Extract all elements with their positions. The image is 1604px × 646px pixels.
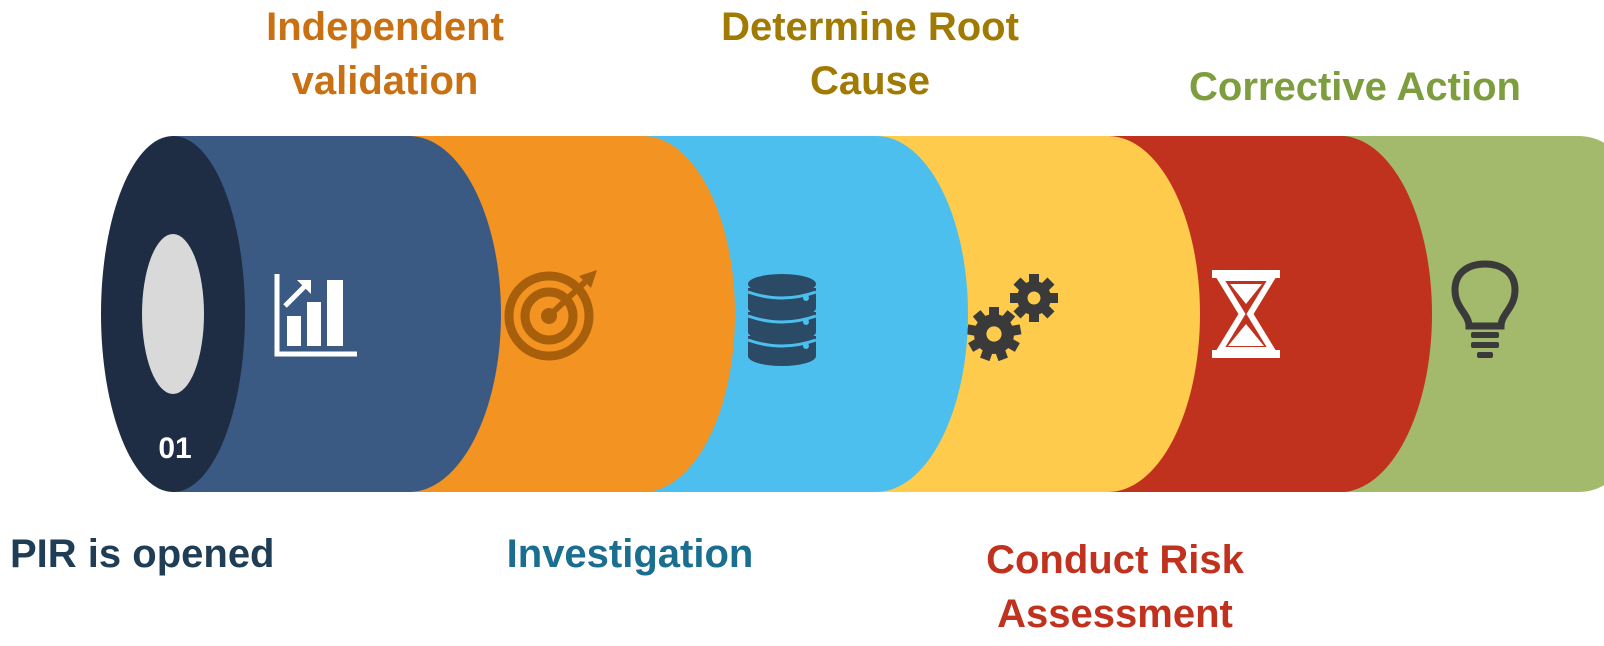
step-label-line: Conduct Risk (986, 538, 1244, 582)
hourglass-icon (1212, 270, 1280, 358)
bar-chart-growth-icon (274, 274, 357, 357)
step-label-06: Corrective Action (1170, 60, 1540, 114)
step-label-line: Assessment (997, 592, 1233, 636)
step-label-line: validation (291, 59, 479, 103)
target-arrow-icon (504, 270, 597, 361)
step-label-line: Corrective Action (1189, 65, 1521, 109)
step-label-03: Investigation (475, 527, 785, 581)
lightbulb-icon (1451, 260, 1519, 358)
step-label-02: Independent validation (230, 0, 540, 108)
database-icon (747, 274, 817, 366)
step-label-line: PIR is opened (10, 532, 275, 576)
step-label-line: Cause (809, 59, 931, 103)
step-number: 01 (158, 432, 191, 465)
step-label-01: PIR is opened (10, 527, 280, 581)
gears-icon (966, 274, 1058, 362)
step-label-line: Investigation (506, 532, 754, 576)
cylinder-hole (142, 234, 204, 394)
step-label-line: Independent (266, 5, 504, 49)
cylinder-step-01: 01 (101, 136, 501, 492)
step-label-line: Determine Root (721, 5, 1019, 49)
